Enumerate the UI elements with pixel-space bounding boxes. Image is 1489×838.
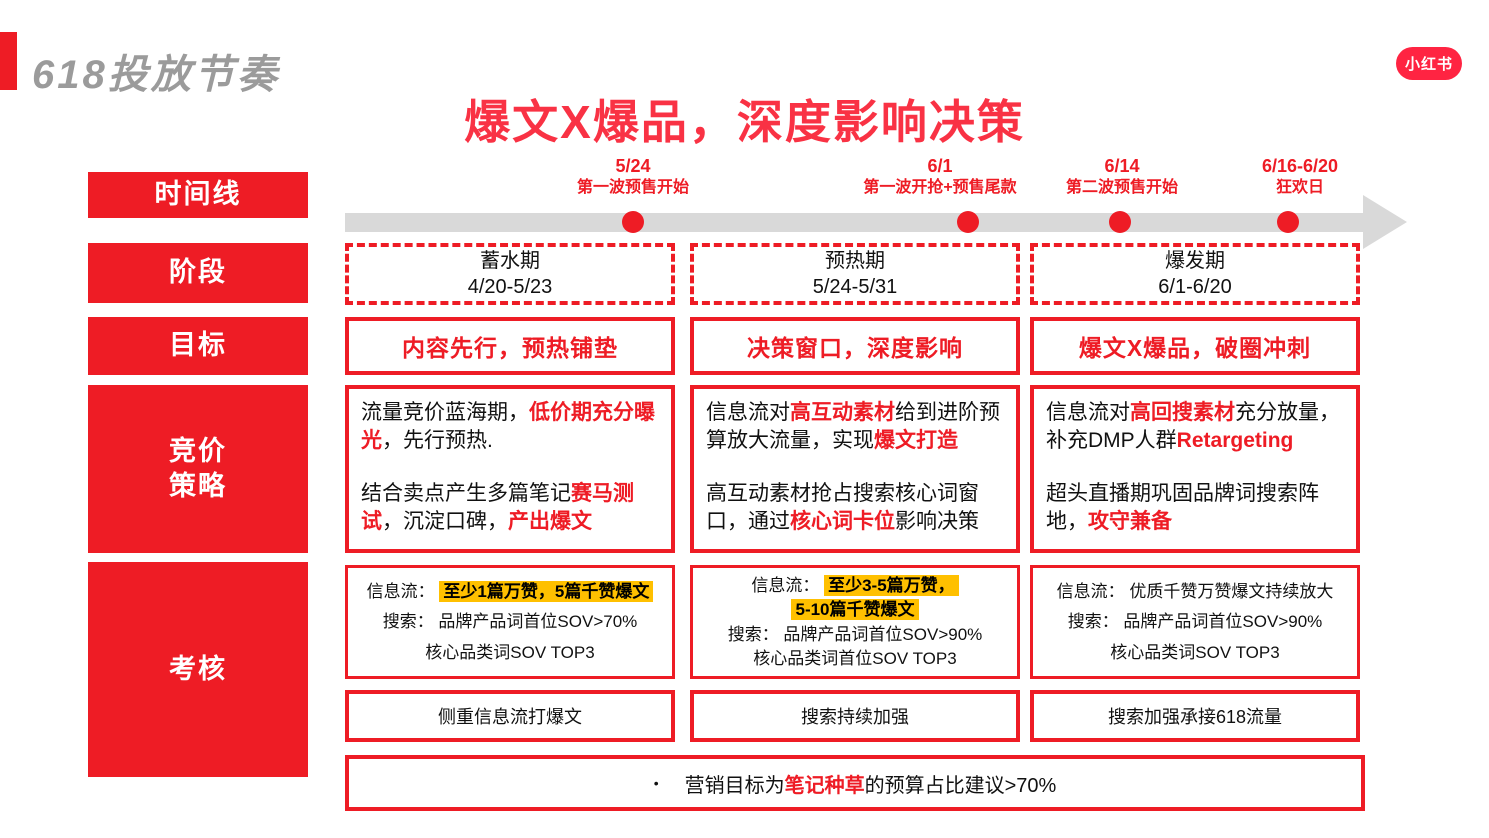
goal-box: 爆文X爆品，破圈冲刺 — [1030, 317, 1360, 375]
metrics-search-line2: 核心品类词首位SOV TOP3 — [753, 648, 957, 668]
note-text: 营销目标为笔记种草的预算占比建议>70% — [684, 774, 1057, 797]
phase-name: 爆发期 — [1165, 250, 1225, 272]
milestone-dot-icon — [957, 211, 979, 233]
strategy-box: 流量竞价蓝海期，低价期充分曝光，先行预热. 结合卖点产生多篇笔记赛马测试，沉淀口… — [345, 385, 675, 553]
phase-name: 预热期 — [825, 250, 885, 272]
row-label-bidding-strategy: 竞价 策略 — [88, 385, 308, 553]
metrics-box: 信息流： 优质千赞万赞爆文持续放大 搜索： 品牌产品词首位SOV>90% 核心品… — [1030, 565, 1360, 679]
strategy-paragraph: 信息流对高回搜素材充分放量，补充DMP人群Retargeting — [1046, 401, 1340, 452]
milestone-label: 狂欢日 — [1275, 179, 1324, 196]
metrics-search-line2: 核心品类词SOV TOP3 — [425, 642, 595, 662]
strategy-paragraph: 超头直播期巩固品牌词搜索阵地，攻守兼备 — [1046, 482, 1319, 534]
milestone-dot-icon — [622, 211, 644, 233]
strategy-box: 信息流对高互动素材给到进阶预算放大流量，实现爆文打造 高互动素材抢占搜索核心词窗… — [690, 385, 1020, 553]
budget-note: • 营销目标为笔记种草的预算占比建议>70% — [345, 755, 1365, 811]
milestone-dot-icon — [1109, 211, 1131, 233]
strategy-paragraph: 结合卖点产生多篇笔记赛马测试，沉淀口碑，产出爆文 — [361, 482, 634, 534]
timeline-bar — [345, 213, 1365, 232]
milestone-label: 第一波预售开始 — [576, 179, 689, 196]
phase-box-warmup: 预热期 5/24-5/31 — [690, 243, 1020, 305]
strategy-paragraph: 信息流对高互动素材给到进阶预算放大流量，实现爆文打造 — [706, 401, 1000, 452]
metrics-search-line: 搜索： 品牌产品词首位SOV>90% — [727, 624, 983, 644]
metrics-box: 信息流： 至少3-5篇万赞， 5-10篇千赞爆文 搜索： 品牌产品词首位SOV>… — [690, 565, 1020, 679]
metrics-feed-line: 信息流： 优质千赞万赞爆文持续放大 — [1056, 582, 1334, 602]
timeline-milestone: 6/14 第二波预售开始 — [1002, 156, 1242, 198]
milestone-date: 5/24 — [615, 156, 651, 176]
phase-dates: 6/1-6/20 — [1158, 276, 1232, 298]
row-label-phase: 阶段 — [88, 243, 308, 303]
metrics-feed-line: 信息流： 至少3-5篇万赞， — [751, 575, 959, 596]
row-label-goal: 目标 — [88, 317, 308, 375]
milestone-label: 第二波预售开始 — [1065, 179, 1178, 196]
logo-text: 小红书 — [1404, 56, 1453, 73]
strategy-paragraph: 高互动素材抢占搜索核心词窗口，通过核心词卡位影响决策 — [706, 482, 979, 534]
phase-dates: 5/24-5/31 — [812, 276, 898, 298]
row-label-timeline: 时间线 — [88, 172, 308, 218]
metrics-search-line: 搜索： 品牌产品词首位SOV>90% — [1067, 612, 1323, 632]
strip-box: 侧重信息流打爆文 — [345, 690, 675, 742]
milestone-date: 6/16-6/20 — [1261, 156, 1339, 176]
milestone-date: 6/14 — [1104, 156, 1140, 176]
metrics-box: 信息流： 至少1篇万赞，5篇千赞爆文 搜索： 品牌产品词首位SOV>70% 核心… — [345, 565, 675, 679]
timeline-milestone: 5/24 第一波预售开始 — [513, 156, 753, 198]
goal-box: 内容先行，预热铺垫 — [345, 317, 675, 375]
phase-name: 蓄水期 — [480, 250, 540, 272]
metrics-search-line: 搜索： 品牌产品词首位SOV>70% — [382, 612, 638, 632]
bullet-icon: • — [653, 775, 659, 791]
goal-box: 决策窗口，深度影响 — [690, 317, 1020, 375]
phase-box-burst: 爆发期 6/1-6/20 — [1030, 243, 1360, 305]
metrics-search-line2: 核心品类词SOV TOP3 — [1110, 642, 1280, 662]
timeline-arrowhead-icon — [1363, 195, 1407, 249]
row-label-assessment: 考核 — [88, 562, 308, 777]
xiaohongshu-logo: 小红书 — [1396, 47, 1462, 80]
strategy-box: 信息流对高回搜素材充分放量，补充DMP人群Retargeting 超头直播期巩固… — [1030, 385, 1360, 553]
timeline-milestone: 6/16-6/20 狂欢日 — [1180, 156, 1420, 198]
metrics-feed-line2: 5-10篇千赞爆文 — [791, 599, 919, 621]
main-title: 爆文X爆品，深度影响决策 — [464, 96, 1025, 148]
milestone-label: 第一波开抢+预售尾款 — [863, 179, 1017, 196]
strategy-paragraph: 流量竞价蓝海期，低价期充分曝光，先行预热. — [361, 401, 655, 452]
milestone-dot-icon — [1277, 211, 1299, 233]
page-title: 618投放节奏 — [32, 53, 280, 97]
timeline-milestone: 6/1 第一波开抢+预售尾款 — [820, 156, 1060, 198]
phase-box-reservoir: 蓄水期 4/20-5/23 — [345, 243, 675, 305]
strip-box: 搜索持续加强 — [690, 690, 1020, 742]
milestone-date: 6/1 — [927, 156, 953, 176]
strip-box: 搜索加强承接618流量 — [1030, 690, 1360, 742]
phase-dates: 4/20-5/23 — [467, 276, 553, 298]
metrics-feed-line: 信息流： 至少1篇万赞，5篇千赞爆文 — [367, 581, 654, 603]
accent-bar — [0, 32, 17, 90]
